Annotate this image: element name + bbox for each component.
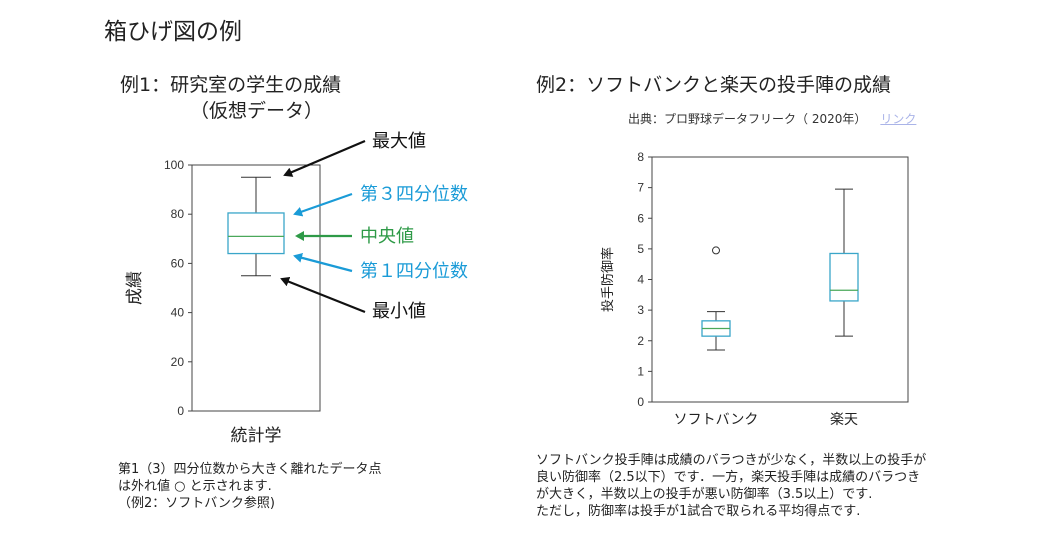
y-tick-label: 80 <box>171 207 185 221</box>
annotation-q3: 第３四分位数 <box>360 184 468 205</box>
source-text: 出典：プロ野球データフリーク（ 2020年） <box>628 112 867 126</box>
y-axis-label: 投手防御率 <box>600 247 616 312</box>
source-citation: 出典：プロ野球データフリーク（ 2020年） リンク <box>628 110 916 127</box>
y-tick-label: 1 <box>637 364 644 378</box>
y-tick-label: 0 <box>177 404 184 418</box>
category-label: ソフトバンク <box>674 412 759 428</box>
y-tick-label: 100 <box>164 158 184 172</box>
note-line: 良い防御率（2.5以下）です．一方，楽天投手陣は成績のバラつき <box>536 470 921 485</box>
note-line: ただし，防御率は投手が1試合で取られる平均得点です. <box>536 504 861 519</box>
iqr-box <box>829 252 859 302</box>
page-title: 箱ひげ図の例 <box>104 19 242 45</box>
y-tick-label: 5 <box>637 242 644 256</box>
annotation-arrow <box>283 139 366 177</box>
example2-title: 例2：ソフトバンクと楽天の投手陣の成績 <box>536 74 892 96</box>
iqr-box <box>227 212 285 255</box>
plot-frame <box>651 156 909 403</box>
example1-title: 例1：研究室の学生の成績 <box>120 74 342 96</box>
y-tick-label: 0 <box>637 395 644 409</box>
note-line: ソフトバンク投手陣は成績のバラつきが少なく，半数以上の投手が <box>536 453 927 468</box>
box-0 <box>227 176 285 277</box>
note-line: が大きく，半数以上の投手が悪い防御率（3.5以上）です. <box>536 487 873 502</box>
example1-note: 第1（3）四分位数から大きく離れたデータ点 は外れ値 ○ と示されます. （例2… <box>118 461 382 512</box>
y-tick-label: 6 <box>637 211 644 225</box>
note-line: 第1（3）四分位数から大きく離れたデータ点 <box>118 462 382 477</box>
example1-subtitle: （仮想データ） <box>190 100 324 122</box>
y-tick-label: 2 <box>637 334 644 348</box>
annotation-arrow <box>280 276 366 314</box>
category-label: 楽天 <box>830 412 858 428</box>
annotation-median: 中央値 <box>360 226 414 247</box>
note-line: は外れ値 ○ と示されます. <box>118 479 272 494</box>
annotation-min: 最小値 <box>372 301 426 322</box>
annotation-max: 最大値 <box>372 131 426 152</box>
y-tick-label: 40 <box>171 306 185 320</box>
plot-frame <box>191 164 321 412</box>
category-label: 統計学 <box>231 426 282 446</box>
note-line: （例2：ソフトバンク参照) <box>118 496 275 511</box>
y-tick-label: 4 <box>637 273 644 287</box>
outlier-point <box>712 246 720 255</box>
box-0 <box>701 246 731 351</box>
annotation-arrow <box>293 192 353 217</box>
annotation-q1: 第１四分位数 <box>360 261 468 282</box>
box-1 <box>829 188 859 337</box>
y-axis-label: 成績 <box>125 271 145 305</box>
y-tick-label: 20 <box>171 355 185 369</box>
y-tick-label: 8 <box>637 150 644 164</box>
y-tick-label: 3 <box>637 303 644 317</box>
source-link[interactable]: リンク <box>880 112 917 126</box>
y-tick-label: 7 <box>637 181 644 195</box>
annotation-arrow <box>293 252 353 273</box>
example2-note: ソフトバンク投手陣は成績のバラつきが少なく，半数以上の投手が 良い防御率（2.5… <box>536 452 926 520</box>
y-tick-label: 60 <box>171 256 185 270</box>
